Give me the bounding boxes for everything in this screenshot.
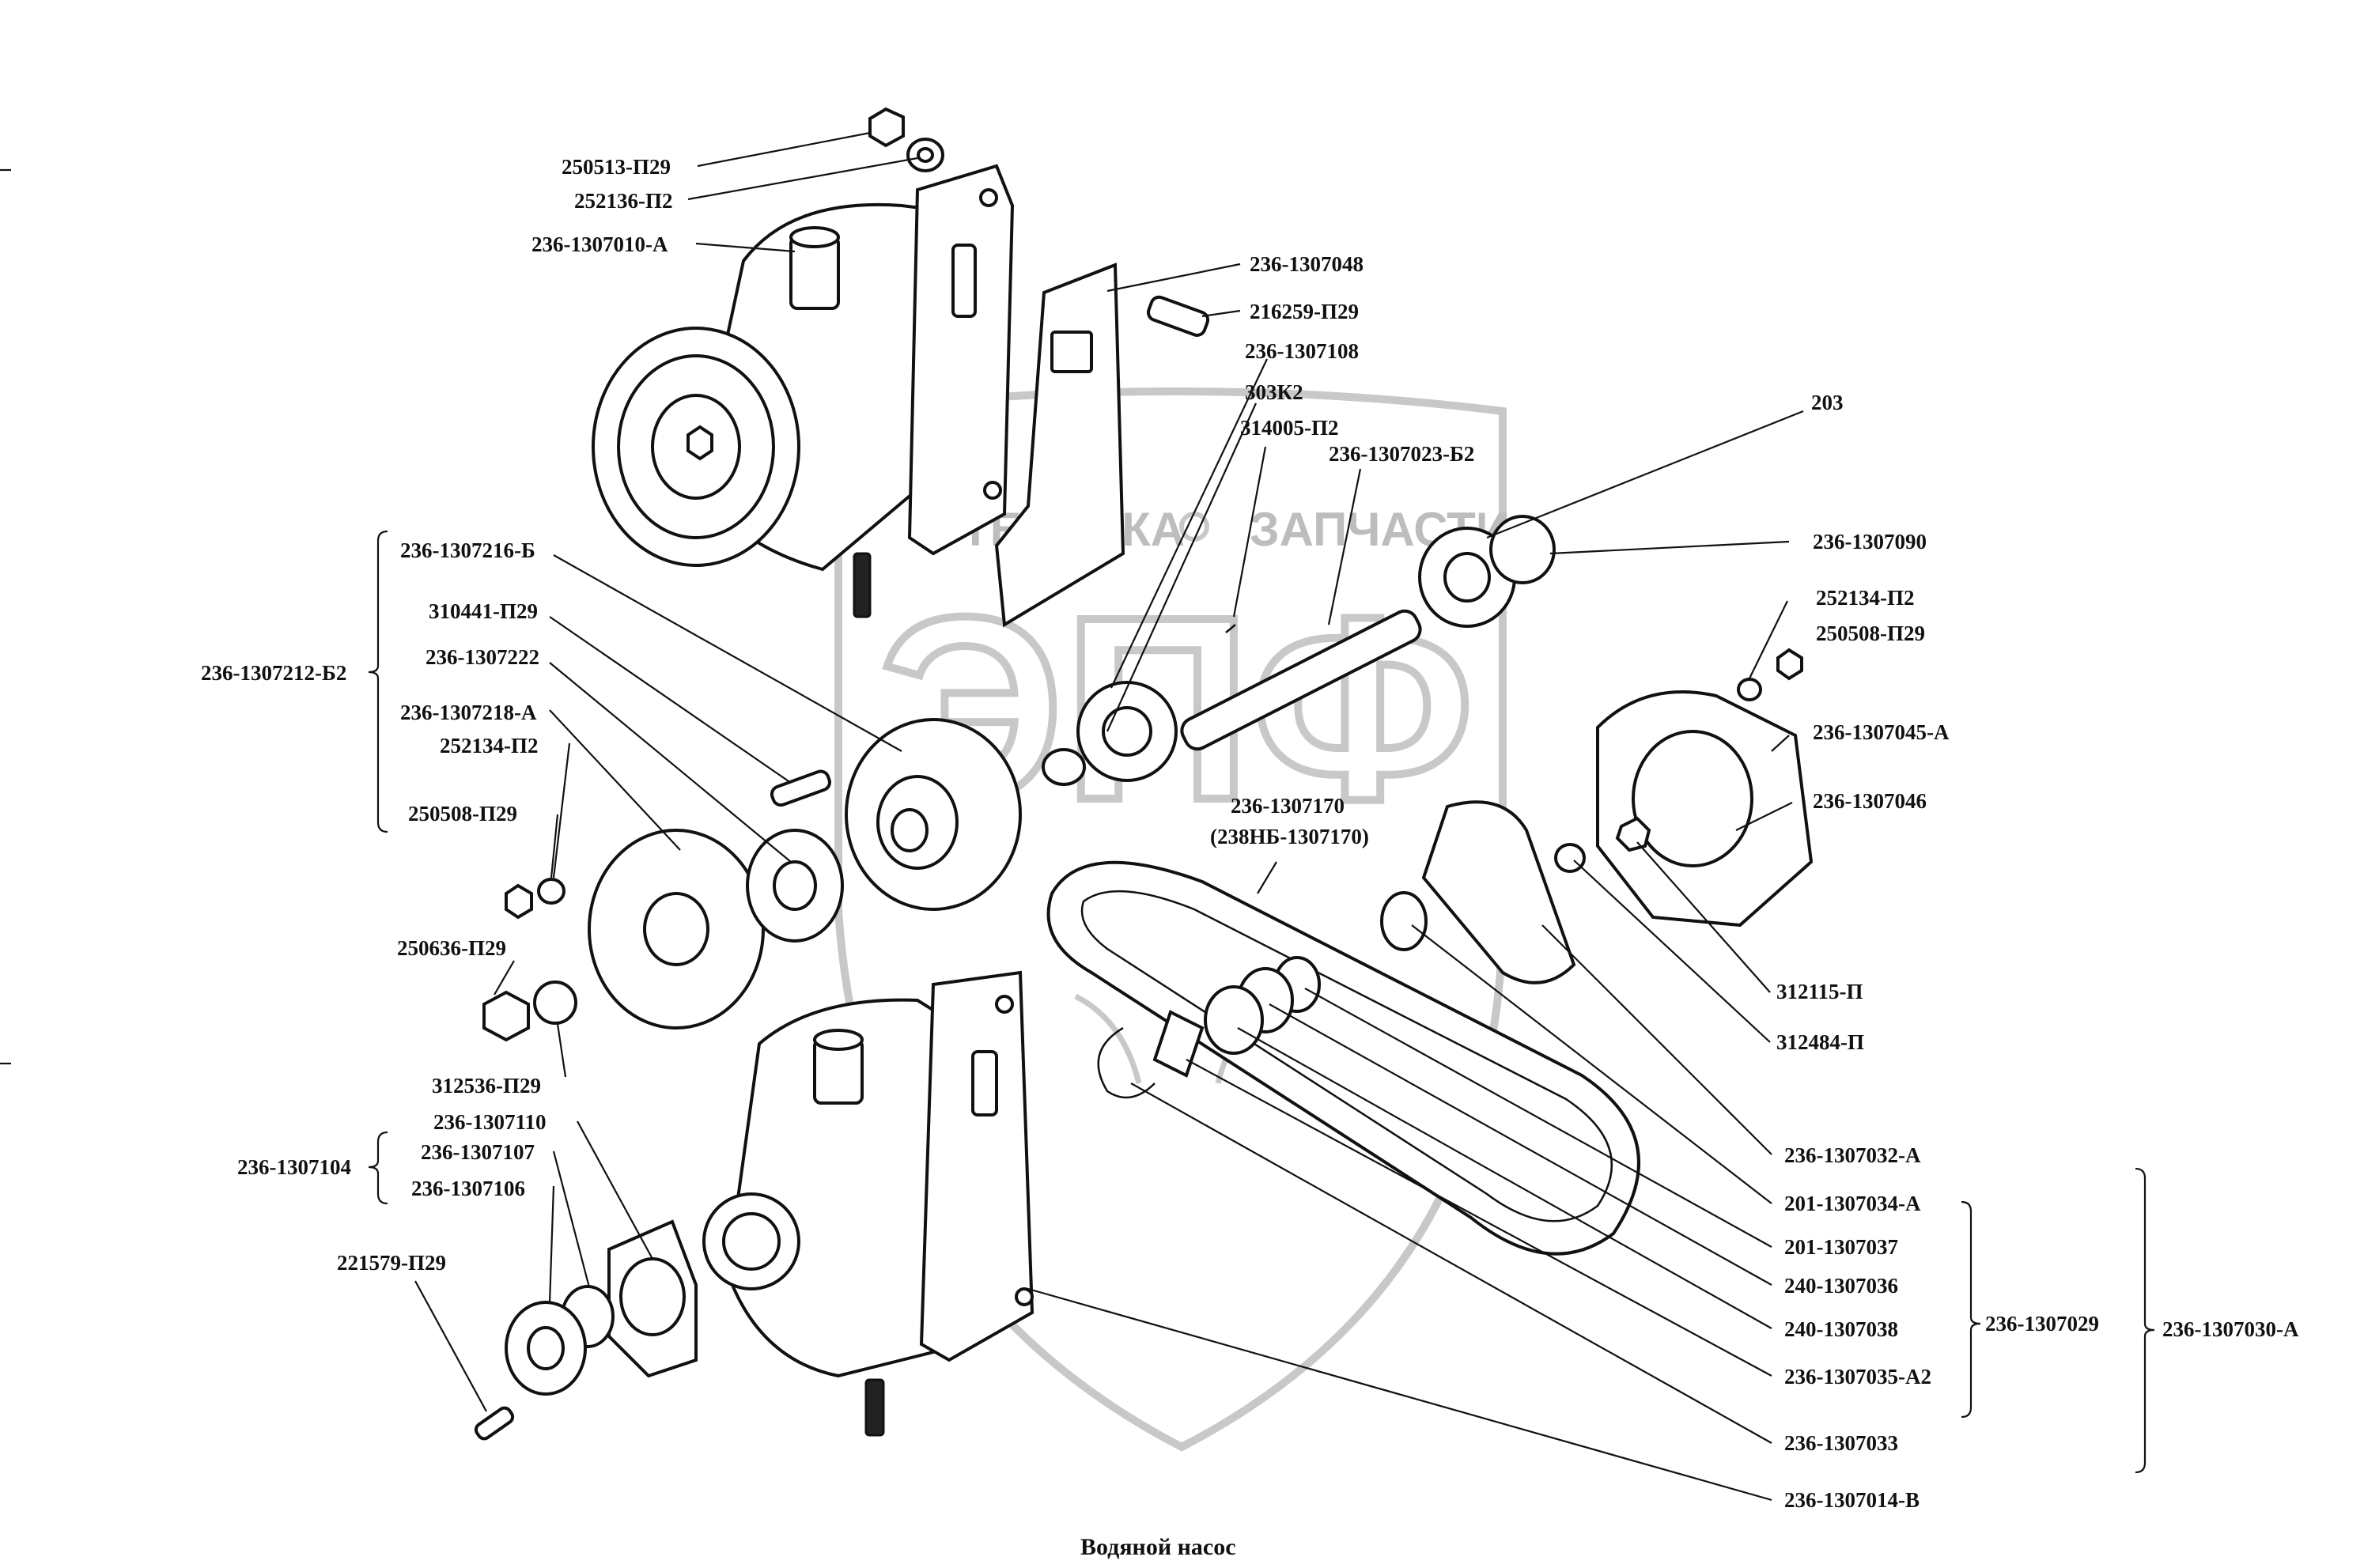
callout-label: 240-1307038 (1784, 1317, 1898, 1341)
leader-lines (414, 131, 1804, 1502)
callout-label: 250508-П29 (1816, 622, 1925, 645)
callout-label: 250636-П29 (397, 936, 506, 960)
callout-label: 240-1307036 (1784, 1274, 1898, 1298)
callout-label: 236-1307108 (1245, 339, 1359, 363)
callout-label: 236-1307107 (421, 1140, 535, 1164)
pump-assembly-upper (592, 164, 1015, 618)
callout-label: 236-1307106 (411, 1177, 525, 1200)
callout-label: 236-1307090 (1813, 530, 1927, 554)
callout-label: 236-1307048 (1250, 252, 1364, 276)
callout-label: 312536-П29 (432, 1074, 541, 1098)
callout-label: 236-1307104 (237, 1155, 351, 1179)
callout-label: 236-1307029 (1985, 1312, 2099, 1336)
callout-label: 236-1307035-А2 (1784, 1365, 1931, 1389)
shaft-bearing-assembly (1042, 515, 1556, 786)
callout-label: 250513-П29 (562, 155, 671, 179)
callout-label: 252136-П2 (574, 189, 673, 213)
pump-assembly-lower (702, 970, 1034, 1437)
callout-label: 252134-П2 (1816, 586, 1915, 610)
callout-label: 201-1307037 (1784, 1235, 1898, 1259)
callout-label: 236-1307170 (1231, 794, 1345, 818)
callout-label: 236-1307032-А (1784, 1143, 1921, 1167)
callout-labels: 250513-П29 252136-П2 236-1307010-А 236-1… (201, 155, 2299, 1512)
seal-components (1097, 800, 1576, 1099)
callout-label: 236-1307014-В (1784, 1488, 1920, 1512)
callout-label: 236-1307212-Б2 (201, 661, 346, 685)
gasket-top (994, 263, 1125, 628)
callout-label: (238НБ-1307170) (1210, 825, 1369, 848)
callout-label: 236-1307010-А (531, 232, 668, 256)
callout-label: 236-1307218-А (400, 701, 537, 724)
housing-cover-right (1554, 648, 1814, 928)
nuts-left (482, 878, 577, 1042)
callout-label: 236-1307030-А (2162, 1317, 2299, 1341)
nut-washer-top (868, 107, 944, 172)
callout-label: 252134-П2 (440, 734, 539, 758)
lower-gasket-seals (474, 1219, 698, 1441)
callout-label: 236-1307046 (1813, 789, 1927, 813)
callout-label: 303К2 (1245, 380, 1303, 404)
callout-label: 236-1307216-Б (400, 538, 535, 562)
callout-label: 314005-П2 (1240, 416, 1339, 440)
stud-top (1146, 295, 1210, 337)
callout-label: 310441-П29 (429, 599, 538, 623)
callout-label: 312115-П (1776, 980, 1863, 1003)
callout-label: 203 (1811, 391, 1844, 414)
pulley-plates (588, 829, 844, 1030)
callout-label: 201-1307034-А (1784, 1192, 1921, 1215)
v-belt (1046, 860, 1640, 1256)
hub-flange (770, 718, 1022, 911)
callout-label: 221579-П29 (337, 1251, 446, 1275)
callout-label: 236-1307110 (433, 1110, 547, 1134)
callout-label: 236-1307222 (426, 645, 539, 669)
callout-label: 250508-П29 (408, 802, 517, 826)
callout-label: 236-1307045-А (1813, 720, 1950, 744)
callout-label: 236-1307033 (1784, 1431, 1898, 1455)
group-brackets (368, 530, 2155, 1474)
callout-label: 312484-П (1776, 1030, 1864, 1054)
diagram-caption: Водяной насос (1080, 1534, 1236, 1560)
callout-label: 216259-П29 (1250, 300, 1359, 323)
callout-label: 236-1307023-Б2 (1329, 442, 1474, 466)
